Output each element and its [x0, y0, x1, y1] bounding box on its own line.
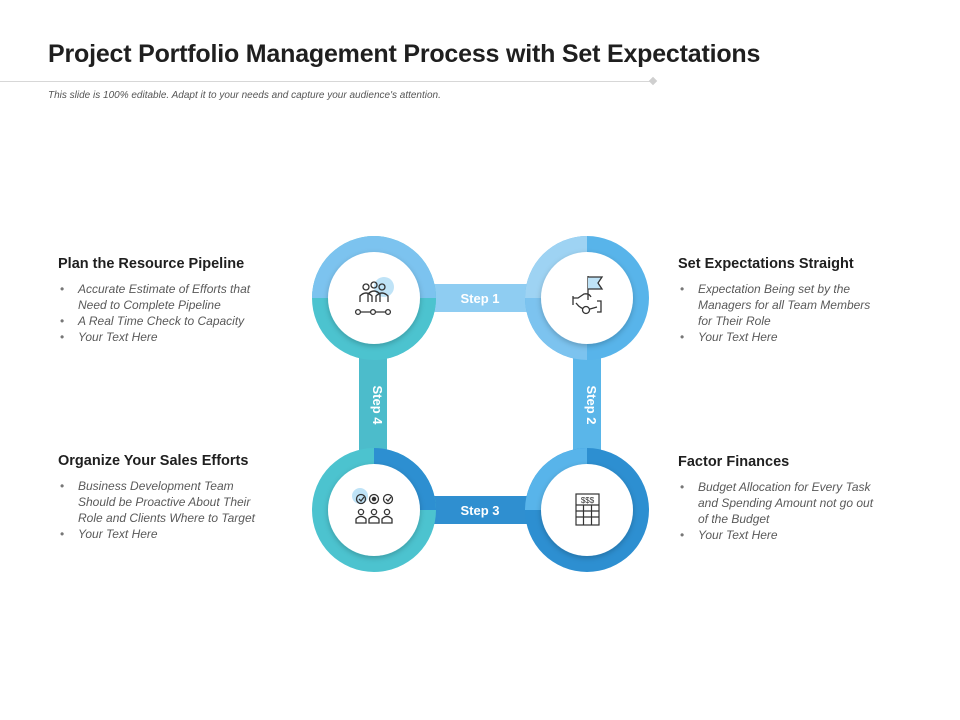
- budget-sheet-label: $$$: [581, 496, 595, 505]
- block-heading: Set Expectations Straight: [678, 256, 854, 272]
- block-heading: Plan the Resource Pipeline: [58, 256, 245, 272]
- node-top-left: [312, 236, 436, 360]
- block-heading: Factor Finances: [678, 454, 790, 470]
- step-1-label: Step 1: [460, 291, 499, 306]
- block-heading: Organize Your Sales Efforts: [58, 453, 249, 469]
- connector-step-3: [420, 496, 540, 524]
- connector-step-1: [420, 284, 540, 312]
- block-set-expectations-straight: Set Expectations Straight Expectation Be…: [678, 256, 878, 345]
- list-item: Expectation Being set by the Managers fo…: [678, 281, 878, 329]
- connector-step-4: [359, 340, 387, 460]
- list-item: Your Text Here: [678, 329, 878, 345]
- list-item: Business Development Team Should be Proa…: [58, 478, 258, 526]
- list-item: A Real Time Check to Capacity: [58, 313, 273, 329]
- step-4-label: Step 4: [370, 385, 385, 425]
- team-network-icon: [354, 277, 394, 316]
- list-item: Your Text Here: [58, 526, 258, 542]
- list-item: Budget Allocation for Every Task and Spe…: [678, 479, 878, 527]
- step-3-label: Step 3: [460, 503, 499, 518]
- list-item: Your Text Here: [678, 527, 878, 543]
- step-2-label: Step 2: [584, 385, 599, 424]
- team-tasks-icon: [352, 488, 394, 524]
- block-factor-finances: Factor Finances Budget Allocation for Ev…: [678, 454, 878, 543]
- budget-sheet-icon: $$$: [575, 493, 600, 526]
- list-item: Your Text Here: [58, 329, 273, 345]
- title-underline: [0, 81, 654, 82]
- bullet-list: Business Development Team Should be Proa…: [58, 478, 258, 542]
- list-item: Accurate Estimate of Efforts that Need t…: [58, 281, 273, 313]
- page-subtitle: This slide is 100% editable. Adapt it to…: [48, 90, 441, 101]
- block-plan-resource-pipeline: Plan the Resource Pipeline Accurate Esti…: [58, 256, 273, 345]
- node-top-right: [525, 236, 649, 360]
- block-organize-sales-efforts: Organize Your Sales Efforts Business Dev…: [58, 453, 258, 542]
- bullet-list: Expectation Being set by the Managers fo…: [678, 281, 878, 345]
- bullet-list: Budget Allocation for Every Task and Spe…: [678, 479, 878, 543]
- handshake-flag-icon: [572, 276, 604, 315]
- page-title: Project Portfolio Management Process wit…: [48, 40, 761, 68]
- bullet-list: Accurate Estimate of Efforts that Need t…: [58, 281, 273, 345]
